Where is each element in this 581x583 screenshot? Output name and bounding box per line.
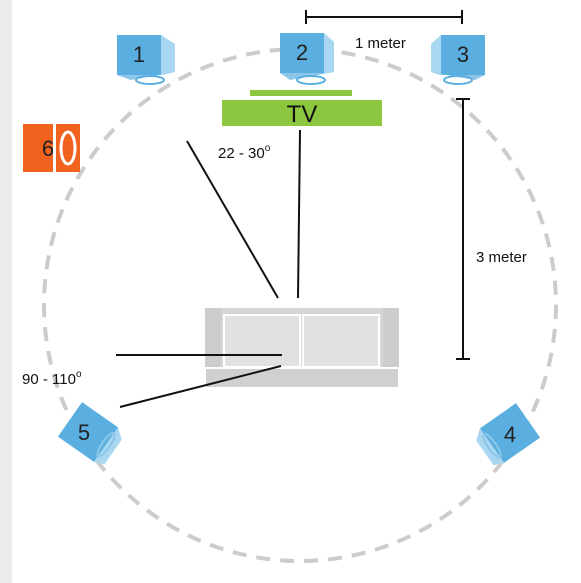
height-label: 3 meter: [476, 249, 527, 266]
angle-lines: [116, 129, 301, 408]
couch: [204, 308, 400, 389]
front-angle-line: [186, 140, 279, 299]
speaker-5: [57, 402, 122, 465]
front-angle-label: 22 - 30o: [218, 143, 271, 162]
width-measurement: [305, 10, 463, 24]
speaker-1: 1: [117, 35, 175, 85]
canvas-background: [12, 0, 581, 583]
speaker-2: 2: [280, 33, 334, 85]
speaker-1-label: 1: [133, 42, 145, 67]
speaker-2-label: 2: [296, 40, 308, 65]
center-line: [297, 129, 301, 299]
height-measurement: [456, 98, 470, 360]
speaker-3: 3: [431, 35, 485, 85]
speaker-6-subwoofer: 6: [23, 124, 80, 172]
width-label: 1 meter: [355, 35, 406, 52]
speaker-4-label: 4: [504, 422, 516, 447]
speaker-4: [476, 403, 541, 466]
tv: TV: [222, 90, 382, 128]
side-angle-label: 90 - 110o: [22, 369, 82, 388]
speaker-5-label: 5: [78, 420, 90, 445]
tv-label: TV: [287, 101, 318, 128]
speaker-3-label: 3: [457, 42, 469, 67]
speaker-6-label: 6: [42, 136, 54, 161]
rear-angle-line: [119, 365, 282, 408]
left-margin: [0, 0, 12, 583]
